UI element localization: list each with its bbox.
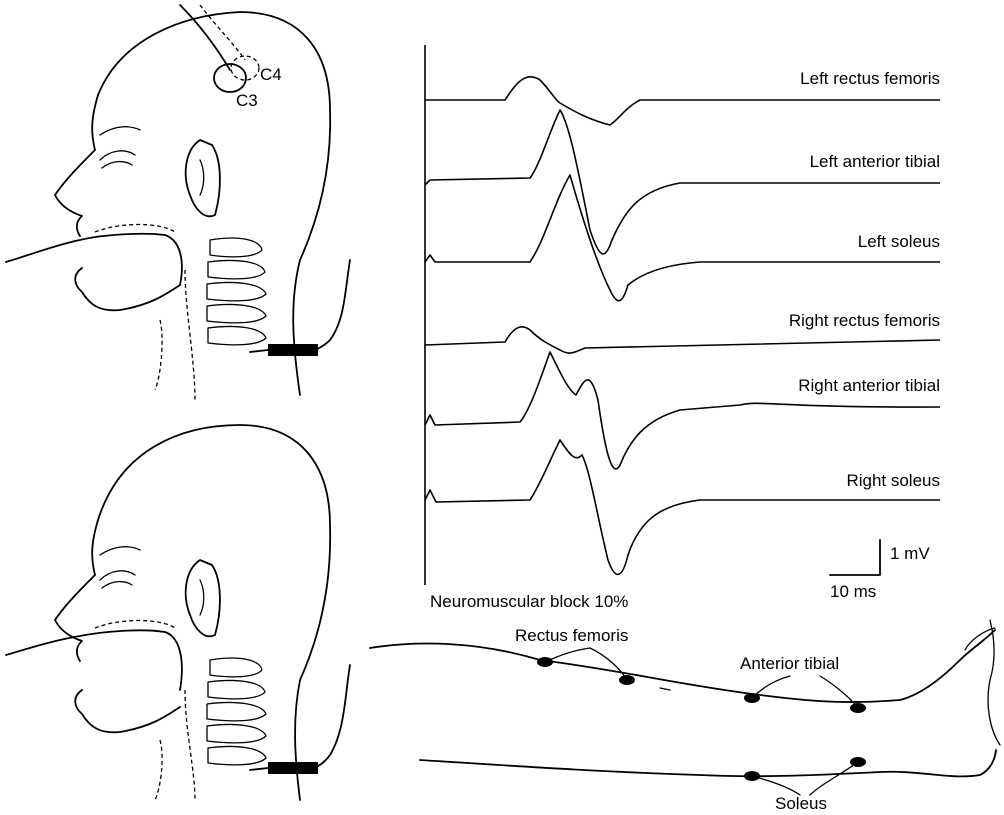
- scale-label-amplitude: 1 mV: [890, 545, 930, 562]
- cervical-spine-bottom: [207, 658, 266, 765]
- trace-right-soleus: [425, 440, 940, 574]
- trace-right-rectus-femoris: [425, 327, 940, 353]
- head-illustration-bottom: [6, 425, 350, 800]
- leg-electrodes: [537, 657, 866, 781]
- head-illustration-top: [6, 5, 350, 400]
- cervical-spine-top: [207, 238, 266, 345]
- trace-label-right-anterior-tibial: Right anterior tibial: [798, 377, 940, 394]
- electrode-label-c3: C3: [236, 92, 258, 109]
- scale-label-time: 10 ms: [830, 583, 876, 600]
- trace-label-left-rectus-femoris: Left rectus femoris: [800, 70, 940, 87]
- trace-label-left-soleus: Left soleus: [858, 233, 940, 250]
- leg-illustration: [370, 620, 1000, 795]
- leg-label-anterior-tibial: Anterior tibial: [740, 655, 839, 672]
- electrode-label-c4: C4: [260, 66, 282, 83]
- trace-label-right-soleus: Right soleus: [846, 472, 940, 489]
- trace-label-left-anterior-tibial: Left anterior tibial: [810, 153, 940, 170]
- trace-right-anterior-tibial: [425, 352, 940, 469]
- leg-label-rectus-femoris: Rectus femoris: [515, 627, 628, 644]
- condition-label: Neuromuscular block 10%: [430, 593, 628, 610]
- scale-bar: [830, 540, 880, 575]
- trace-label-right-rectus-femoris: Right rectus femoris: [789, 312, 940, 329]
- leg-label-soleus: Soleus: [775, 795, 827, 812]
